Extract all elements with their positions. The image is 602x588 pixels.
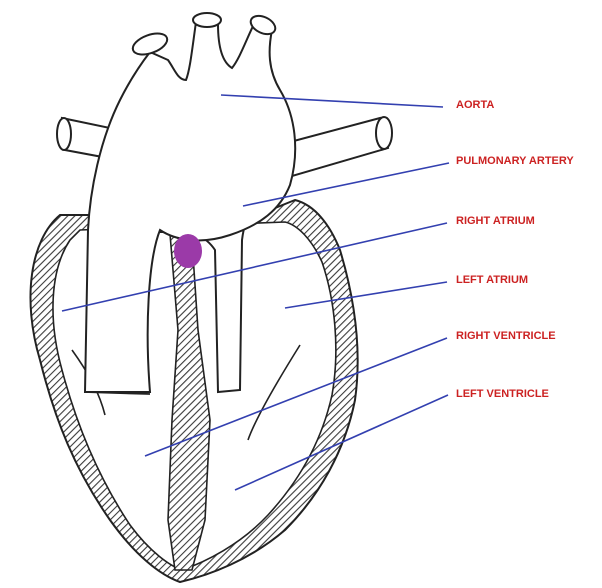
label-left-atrium: LEFT ATRIUM	[456, 275, 528, 286]
septum-marker	[174, 234, 202, 268]
label-right-ventricle: RIGHT VENTRICLE	[456, 331, 556, 342]
label-right-atrium: RIGHT ATRIUM	[456, 216, 535, 227]
label-aorta: AORTA	[456, 100, 494, 111]
pulmonary-artery-opening	[376, 117, 392, 149]
aorta-opening-2	[193, 13, 221, 27]
label-left-ventricle: LEFT VENTRICLE	[456, 389, 549, 400]
aorta-opening-1	[130, 29, 170, 58]
left-branch-opening	[57, 118, 71, 150]
label-pulmonary-artery: PULMONARY ARTERY	[456, 156, 574, 167]
